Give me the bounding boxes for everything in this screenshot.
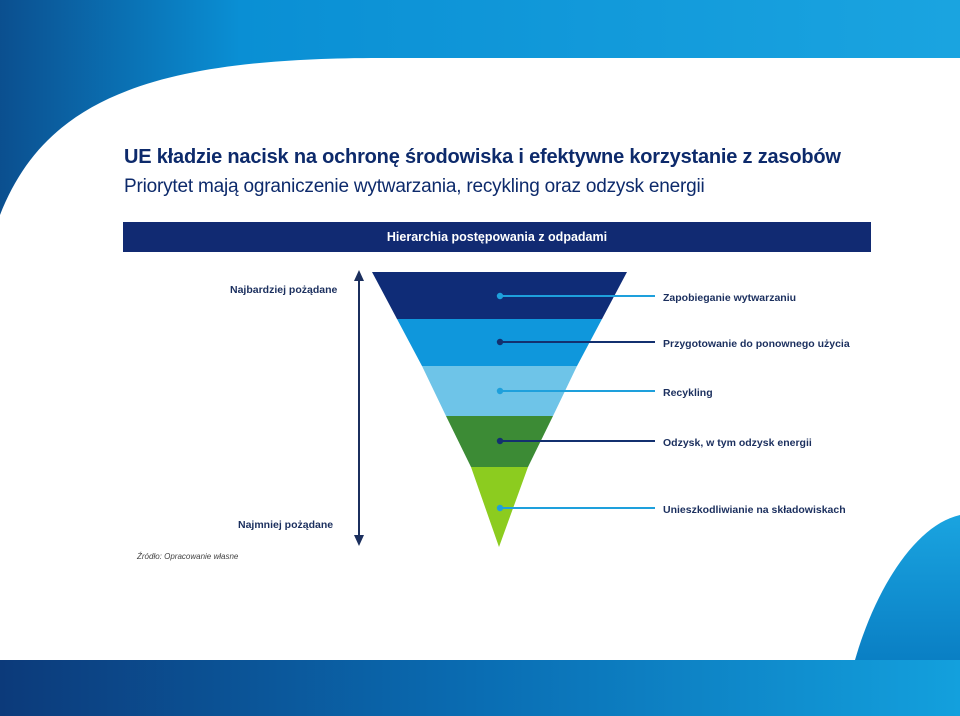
slide-title: UE kładzie nacisk na ochronę środowiska … [124,146,841,168]
desirability-arrow [354,270,364,546]
level-label-1: Zapobieganie wytwarzaniu [663,292,797,304]
connector-2 [496,338,655,346]
connector-3 [496,387,655,395]
slide-subtitle: Priorytet mają ograniczenie wytwarzania,… [124,176,705,197]
connector-5 [496,504,655,512]
level-label-4: Odzysk, w tym odzysk energii [663,437,812,449]
connector-4 [496,437,655,445]
level-label-3: Recykling [663,387,713,399]
connector-1 [496,292,655,300]
least-desirable-label: Najmniej pożądane [238,519,334,531]
bottom-band [0,660,960,716]
most-desirable-label: Najbardziej pożądane [230,284,338,296]
top-wave [0,0,960,215]
level-label-5: Unieszkodliwianie na składowiskach [663,504,846,516]
right-wave [855,515,960,660]
hierarchy-banner: Hierarchia postępowania z odpadami [123,222,871,252]
level-label-2: Przygotowanie do ponownego użycia [663,338,850,350]
source-note: Źródło: Opracowanie własne [137,552,239,561]
